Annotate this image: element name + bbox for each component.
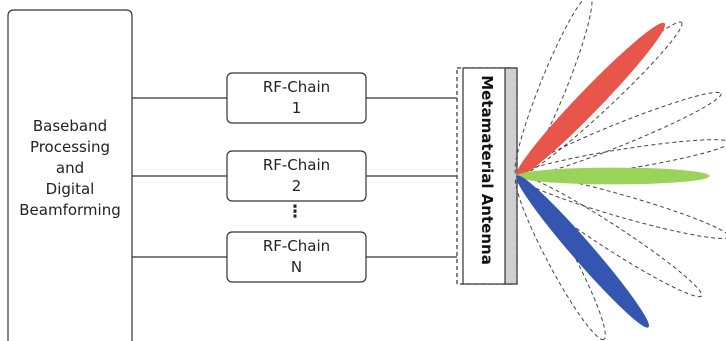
dashed-beam-lobe (516, 91, 722, 178)
baseband-block (7, 9, 133, 341)
baseband-line: and (55, 159, 85, 177)
rf-chain-2-label: RF-Chain 2 (227, 155, 366, 197)
baseband-label: Baseband Processing and Digital Beamform… (8, 116, 132, 221)
rf-chain-1-label: RF-Chain 1 (227, 77, 366, 119)
rf-chain-index: 2 (291, 177, 302, 195)
baseband-line: Processing (29, 138, 111, 156)
dashed-beam-lobe (516, 174, 703, 298)
beam-pattern (514, 0, 726, 341)
rf-chain-index: 1 (291, 99, 302, 117)
rf-chain-n-label: RF-Chain N (227, 236, 366, 278)
antenna-label: Metamaterial Antenna (478, 75, 496, 265)
blue-beam-lobe (516, 175, 650, 328)
rf-chain-title: RF-Chain (262, 78, 331, 96)
vertical-ellipsis: ⋮ (286, 202, 304, 222)
baseband-line: Digital (45, 180, 95, 198)
rf-chain-title: RF-Chain (262, 237, 331, 255)
antenna-body (462, 67, 512, 285)
rf-chain-index: N (290, 258, 303, 276)
antenna-side-strip (504, 67, 518, 285)
rf-chain-title: RF-Chain (262, 156, 331, 174)
baseband-line: Beamforming (19, 201, 121, 219)
baseband-line: Baseband (32, 117, 108, 135)
red-beam-lobe (516, 22, 666, 177)
green-beam-lobe (516, 167, 710, 185)
